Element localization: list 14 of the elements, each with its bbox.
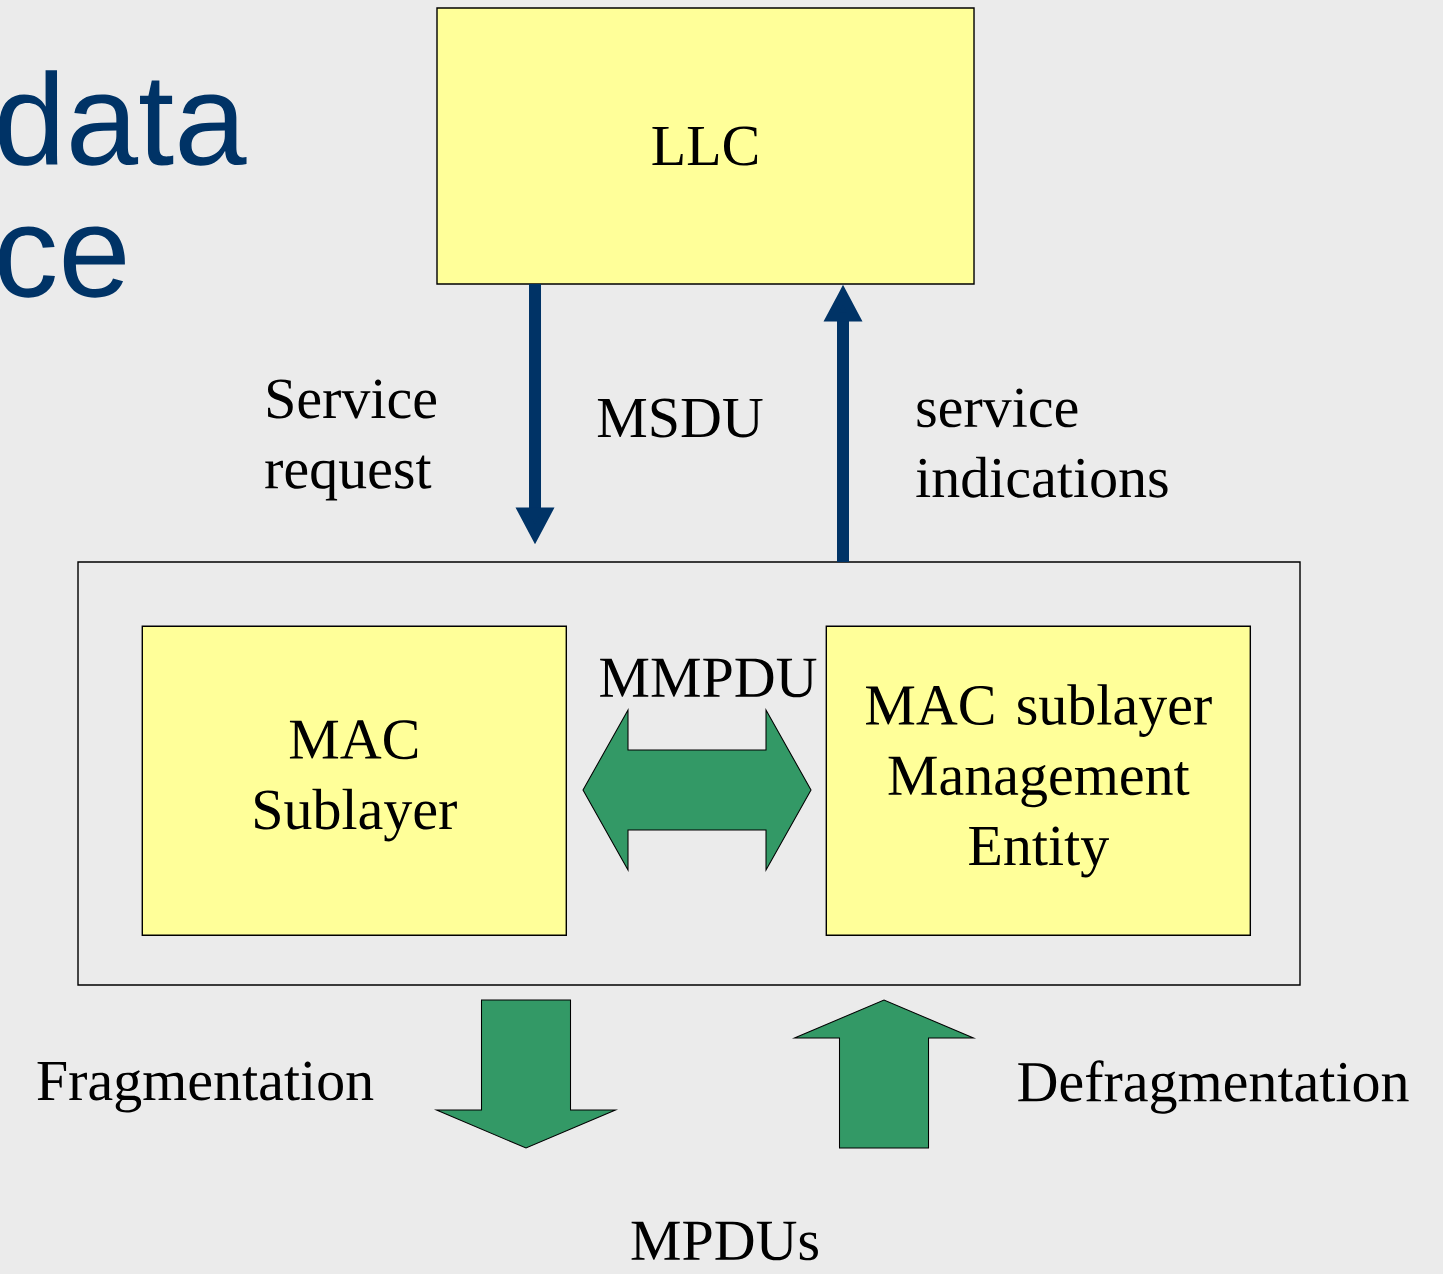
block-arrow: [582, 708, 812, 872]
edge-label: MMPDU: [600, 658, 817, 698]
edge-label: Service request: [265, 379, 436, 501]
edge-label: Fragmentation: [37, 1061, 374, 1113]
block-arrow: [433, 999, 619, 1149]
edge-label: Defragmentation: [1018, 1060, 1409, 1114]
sublayer-box: MAC sublayer Management Entity: [825, 625, 1251, 936]
data-unit-label: MSDU: [597, 398, 763, 438]
edge-label: service indications: [916, 388, 1168, 498]
mac-layer-frame: [77, 561, 1301, 986]
layer-box: LLC: [436, 7, 975, 285]
block-arrow: [791, 999, 977, 1149]
sublayer-box: MAC Sublayer: [141, 625, 567, 936]
layer-label: MPDUs: [631, 1221, 818, 1261]
